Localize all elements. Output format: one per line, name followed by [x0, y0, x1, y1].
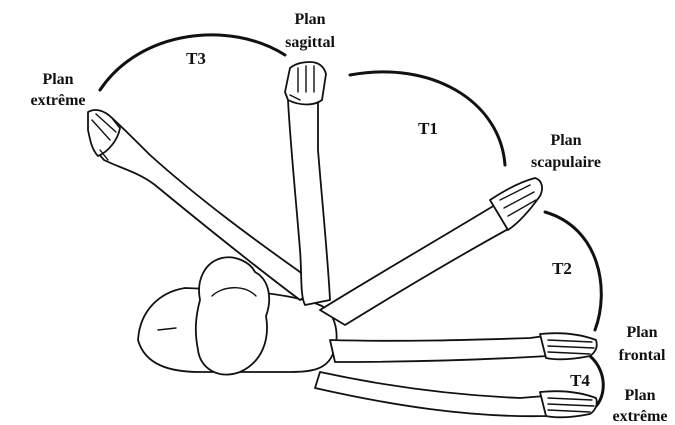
label-plan-sagittal-line1: Plan [294, 11, 325, 28]
label-plan-scapulaire-line2: scapulaire [531, 154, 601, 171]
arm-frontal [330, 333, 597, 362]
label-plan-frontal-line1: Plan [626, 324, 657, 341]
label-t1: T1 [418, 119, 438, 138]
label-plan-sagittal: Plan sagittal [285, 11, 335, 51]
head [196, 257, 269, 374]
label-plan-extreme-top-line1: Plan [42, 71, 73, 88]
arm-extreme-bottom [315, 372, 597, 417]
label-t3: T3 [186, 49, 206, 68]
label-plan-sagittal-line2: sagittal [285, 34, 335, 51]
label-plan-frontal-line2: frontal [619, 347, 666, 364]
label-t4: T4 [570, 371, 590, 390]
arm-extreme-top [88, 110, 315, 300]
label-plan-scapulaire: Plan scapulaire [531, 132, 601, 171]
label-plan-extreme-top: Plan extrême [30, 71, 85, 109]
label-plan-extreme-bottom-line2: extrême [612, 408, 667, 425]
label-t2: T2 [552, 259, 572, 278]
label-plan-extreme-top-line2: extrême [30, 92, 85, 109]
label-plan-frontal: Plan frontal [619, 324, 666, 364]
label-plan-extreme-bottom: Plan extrême [612, 387, 667, 425]
arm-scapulaire [320, 178, 542, 325]
label-plan-scapulaire-line1: Plan [550, 132, 581, 149]
label-plan-extreme-bottom-line1: Plan [624, 387, 655, 404]
